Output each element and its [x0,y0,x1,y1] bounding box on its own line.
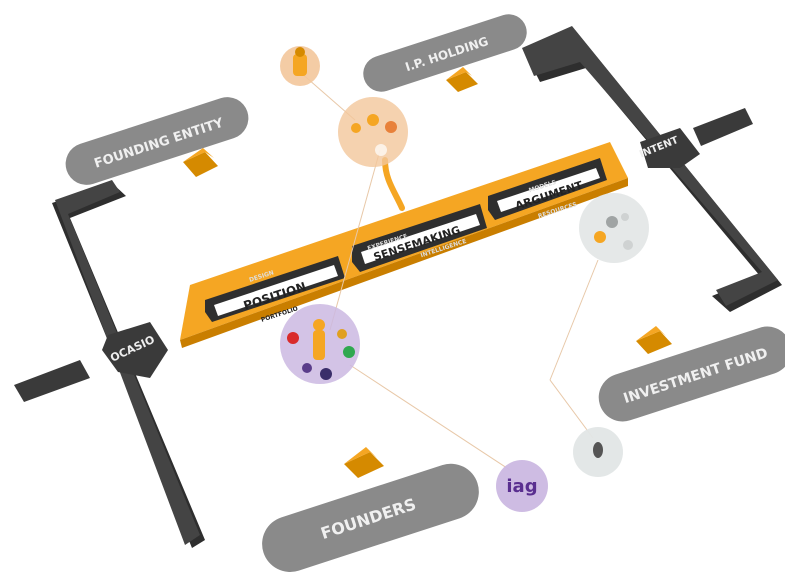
iag-logo-text: iag [506,476,537,497]
intent-stub [693,108,753,146]
ocasio-stub [14,360,90,402]
ocasio-bracket: OCASIO [14,180,205,548]
founders-token [344,447,384,478]
connector-lines [299,71,599,471]
purple-bubble[interactable] [280,304,360,384]
grey-bubble[interactable] [579,193,649,263]
founding-entity-token [183,148,218,177]
founders-pill[interactable]: FOUNDERS [255,456,486,579]
investment-fund-token [636,326,672,354]
sensemaking-module[interactable]: EXPERIENCE SENSEMAKING INTELLIGENCE [352,204,487,272]
intent-bracket: INTENT [522,26,782,312]
founding-entity-pill[interactable]: FOUNDING ENTITY [60,92,254,191]
ip-holding-token [446,67,478,92]
investment-fund-pill[interactable]: INVESTMENT FUND [592,320,785,427]
orange-stem [382,157,405,211]
orange-large-bubble[interactable] [338,97,408,167]
grey-small-bubble[interactable] [573,427,623,477]
orange-small-bubble[interactable] [280,46,320,86]
iag-logo-bubble[interactable]: iag [496,460,548,512]
ip-holding-pill[interactable]: I.P. HOLDING [359,10,532,97]
